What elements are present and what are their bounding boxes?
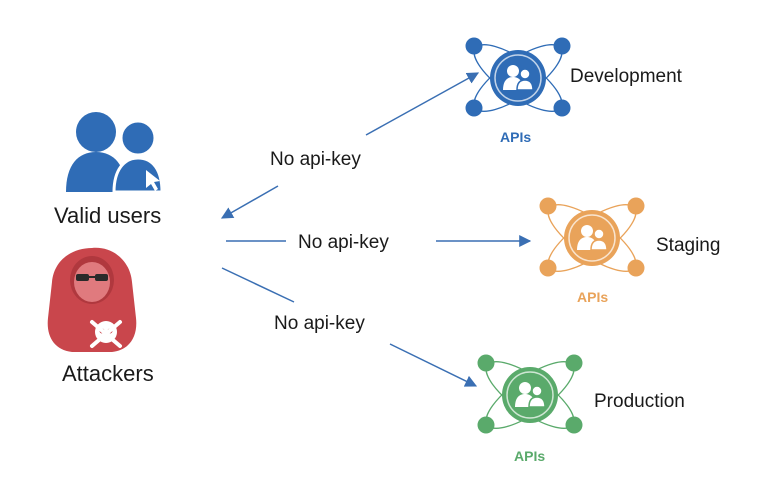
- production-apis-label: APIs: [514, 448, 546, 464]
- staging-apis-label: APIs: [577, 289, 609, 305]
- edge-label-development: No api-key: [268, 149, 363, 170]
- edge-label-staging: No api-key: [296, 232, 391, 253]
- development-api-hub-icon: [465, 37, 571, 117]
- valid-users-icon: [66, 112, 164, 194]
- arrow-to-production: [389, 343, 478, 387]
- production-api-hub-icon: [477, 354, 583, 434]
- attackers-label: Attackers: [62, 361, 154, 386]
- arrows: [220, 72, 532, 387]
- valid-users-label: Valid users: [54, 203, 162, 228]
- development-label: Development: [570, 66, 682, 87]
- arrow-to-development: [365, 72, 480, 136]
- edge-label-production: No api-key: [272, 313, 367, 334]
- staging-label: Staging: [656, 235, 721, 256]
- development-apis-label: APIs: [500, 129, 532, 145]
- staging-api-hub-icon: [539, 197, 645, 277]
- attacker-icon: [47, 247, 137, 352]
- production-label: Production: [594, 391, 685, 412]
- arrow-to-valid-users: [220, 185, 279, 219]
- arrow-production-left-segment: [221, 267, 295, 303]
